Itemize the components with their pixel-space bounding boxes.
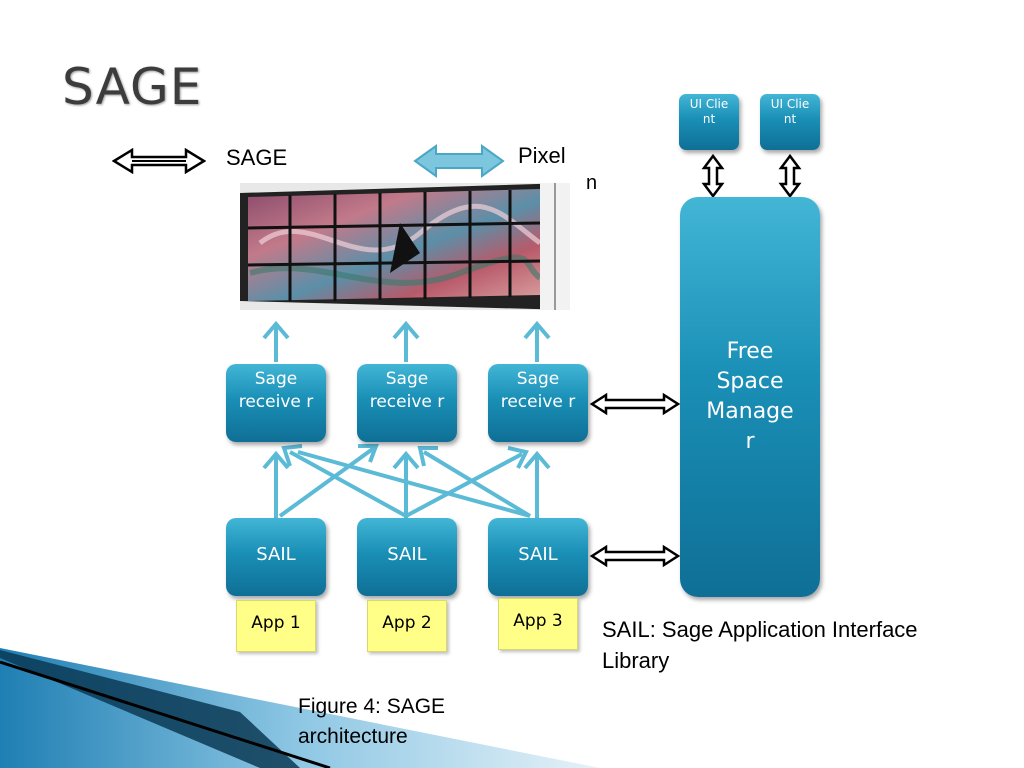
blue-double-arrow-icon <box>413 144 505 178</box>
legend-sage-label: SAGE <box>226 145 288 170</box>
app-box-2: App 2 <box>367 600 447 652</box>
background-swoosh <box>0 648 600 768</box>
tiled-display-wall-image <box>240 183 570 310</box>
sail-label: SAIL <box>518 544 558 565</box>
free-space-manager-box: Free Space Manage r <box>680 197 820 597</box>
slide-title: SAGE <box>62 58 203 116</box>
black-double-arrow-icon <box>112 148 206 174</box>
sail-definition-note: SAIL: Sage Application Interface Library <box>602 617 918 673</box>
ui-client-label: UI Clie nt <box>770 97 810 126</box>
sail-box-1: SAIL <box>226 518 326 596</box>
ui-client-box-2: UI Clie nt <box>760 94 820 150</box>
sage-receiver-box-1: Sage receive r <box>226 364 326 442</box>
app-box-1: App 1 <box>236 600 316 652</box>
legend-pixel-label-partial: n <box>586 172 598 194</box>
app-box-3: App 3 <box>498 598 578 650</box>
ui-client-box-1: UI Clie nt <box>679 94 739 150</box>
sail-box-2: SAIL <box>357 518 457 596</box>
sail-label: SAIL <box>256 544 296 565</box>
sage-receiver-box-2: Sage receive r <box>357 364 457 442</box>
sage-receiver-label: Sage receive r <box>500 369 576 412</box>
sage-receiver-box-3: Sage receive r <box>488 364 588 442</box>
free-space-manager-label: Free Space Manage r <box>706 339 794 454</box>
sail-box-3: SAIL <box>488 518 588 596</box>
sail-label: SAIL <box>387 544 427 565</box>
figure-caption: Figure 4: SAGE architecture <box>298 695 446 748</box>
legend-pixel-label: Pixel <box>518 143 566 168</box>
ui-client-label: UI Clie nt <box>689 97 729 126</box>
sage-receiver-label: Sage receive r <box>369 369 445 412</box>
sage-receiver-label: Sage receive r <box>238 369 314 412</box>
